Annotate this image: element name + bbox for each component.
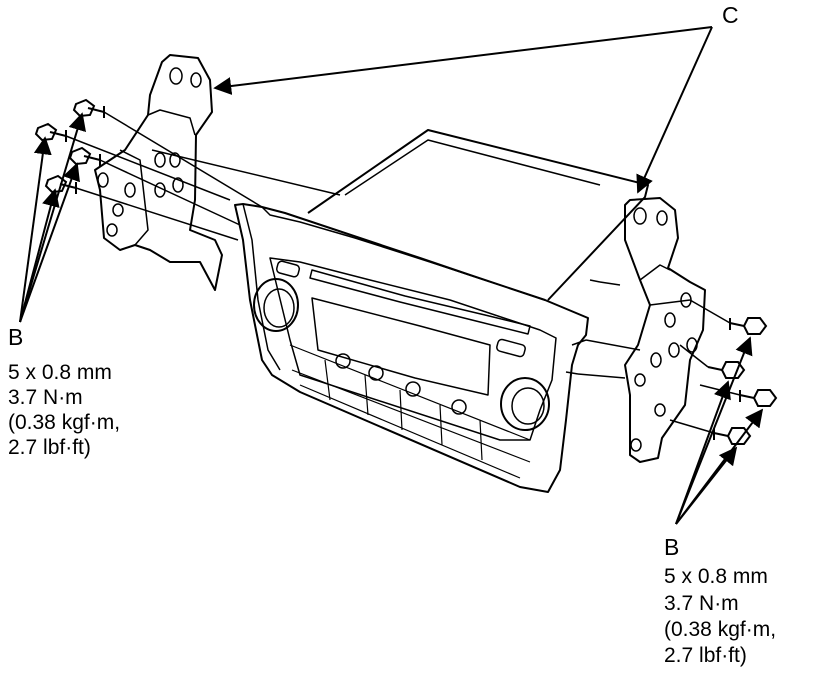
bolt-right-2 bbox=[707, 361, 746, 379]
leader-c-right bbox=[636, 26, 713, 194]
left-knob bbox=[253, 278, 299, 332]
right-knob bbox=[500, 377, 550, 431]
leader-c-left bbox=[213, 26, 713, 95]
cd-slot bbox=[309, 269, 531, 335]
left-bracket bbox=[94, 54, 223, 291]
callout-b-right-label: B bbox=[664, 534, 680, 560]
spec-left-size: 5 x 0.8 mm bbox=[8, 361, 112, 384]
bolt-right-4 bbox=[713, 427, 752, 445]
spec-right-torque-lbf: 2.7 lbf·ft) bbox=[664, 644, 747, 667]
unit-front-panel bbox=[234, 203, 589, 493]
button-4 bbox=[451, 399, 467, 415]
eject-button bbox=[275, 260, 301, 278]
leader-b-right-4 bbox=[675, 446, 738, 525]
button-1 bbox=[335, 353, 351, 369]
spec-left-torque-lbf: 2.7 lbf·ft) bbox=[8, 436, 91, 459]
assembly-lines bbox=[65, 111, 741, 434]
callout-c-label: C bbox=[722, 2, 739, 28]
bolt-left-3 bbox=[68, 146, 101, 166]
spec-right-torque-kgf: (0.38 kgf·m, bbox=[664, 618, 777, 641]
leader-b-left-2 bbox=[19, 112, 86, 323]
bolt-right-3 bbox=[739, 389, 778, 407]
bolt-right-1 bbox=[729, 317, 768, 335]
leader-b-left-3 bbox=[19, 162, 80, 323]
bolts-right bbox=[707, 317, 778, 445]
bolt-left-1 bbox=[72, 98, 105, 118]
callout-b-left-label: B bbox=[8, 324, 24, 350]
button-3 bbox=[405, 381, 421, 397]
spec-right-size: 5 x 0.8 mm bbox=[664, 565, 768, 588]
leader-b-right-2 bbox=[675, 380, 731, 525]
bolts-left bbox=[34, 98, 105, 194]
display-window bbox=[311, 297, 491, 396]
spec-right-torque-nm: 3.7 N·m bbox=[664, 592, 739, 615]
bolt-left-2 bbox=[34, 122, 67, 142]
right-bracket bbox=[624, 197, 706, 463]
leader-b-left-1 bbox=[19, 136, 52, 323]
spec-left-torque-nm: 3.7 N·m bbox=[8, 386, 83, 409]
preset-button bbox=[496, 338, 526, 358]
leader-b-left-4 bbox=[19, 188, 60, 323]
audio-unit bbox=[234, 129, 649, 493]
spec-left-torque-kgf: (0.38 kgf·m, bbox=[8, 411, 121, 434]
unit-chassis bbox=[307, 129, 649, 301]
button-2 bbox=[368, 365, 384, 381]
button-grid bbox=[289, 344, 531, 479]
callout-leaders bbox=[19, 26, 764, 525]
